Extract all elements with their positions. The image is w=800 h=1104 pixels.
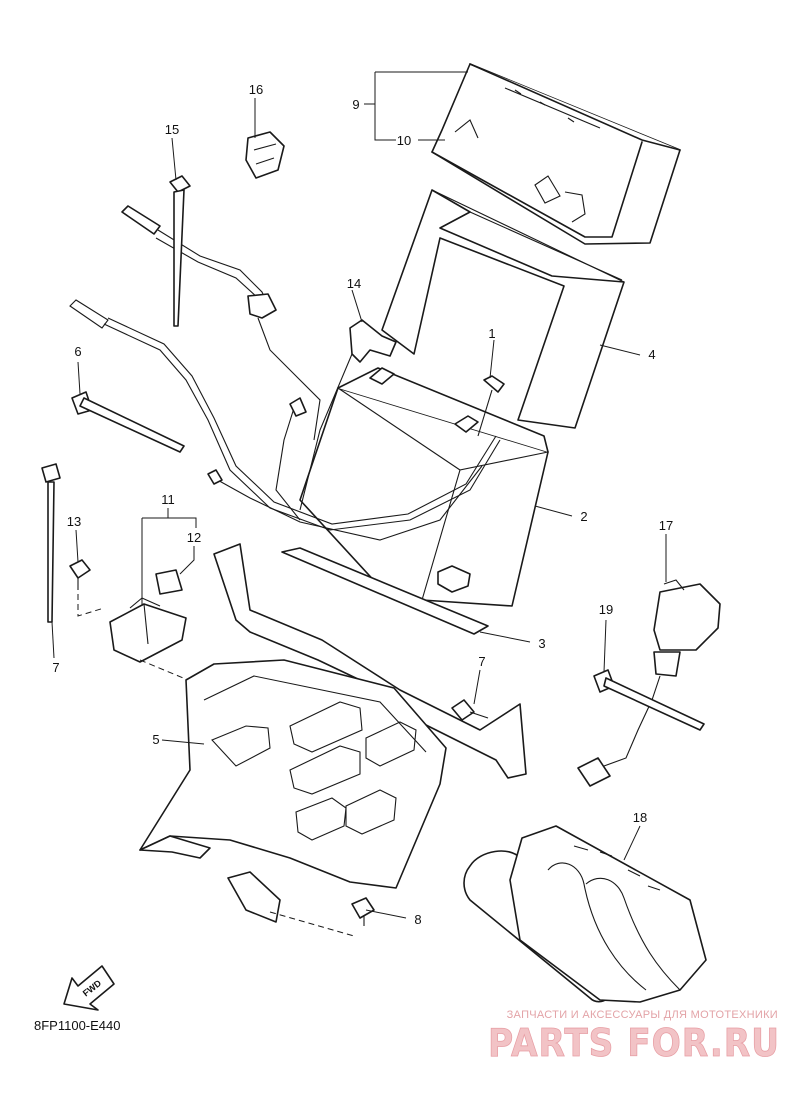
battery-cables (69, 205, 501, 541)
battery-tray (139, 543, 527, 937)
callout-17: 17 (659, 518, 673, 533)
battery-band (299, 319, 397, 511)
callout-7-right: 7 (478, 654, 485, 669)
bolt-13 (69, 559, 105, 617)
callout-5: 5 (152, 732, 159, 747)
cable-tie-19 (593, 669, 705, 731)
callout-15: 15 (165, 122, 179, 137)
leader-lines (51, 71, 667, 919)
terminal-bolt (477, 375, 505, 437)
callout-10: 10 (397, 133, 411, 148)
watermark-tagline: ЗАПЧАСТИ И АКСЕССУАРЫ ДЛЯ МОТОТЕХНИКИ (507, 1009, 778, 1021)
callout-19: 19 (599, 602, 613, 617)
callout-13: 13 (67, 514, 81, 529)
relay-11 (109, 597, 189, 681)
battery-box (381, 189, 625, 429)
cable-tie-15 (169, 175, 191, 327)
callout-2: 2 (580, 509, 587, 524)
callout-9: 9 (352, 97, 359, 112)
callout-11: 11 (161, 492, 175, 507)
callout-4: 4 (648, 347, 655, 362)
fwd-arrow-icon: FWD (63, 965, 115, 1011)
dc-socket-17 (577, 579, 721, 787)
clip-16 (245, 131, 285, 179)
fuse-12 (155, 569, 183, 595)
callout-18: 18 (633, 810, 647, 825)
callout-labels: 1 2 3 4 5 6 7 7 8 9 10 11 12 13 14 15 16… (52, 82, 673, 927)
callout-8: 8 (414, 912, 421, 927)
watermark-brand: PARTS FOR.RU (488, 1021, 780, 1065)
callout-7-left: 7 (52, 660, 59, 675)
drawing-code: 8FP1100-E440 (34, 1018, 121, 1033)
callout-12: 12 (187, 530, 201, 545)
bolt-7-right (451, 699, 489, 721)
bolt-8 (351, 897, 375, 926)
watermark: ЗАПЧАСТИ И АКСЕССУАРЫ ДЛЯ МОТОТЕХНИКИ PA… (488, 1009, 780, 1065)
cable-tie-6 (71, 391, 185, 453)
battery-cover (431, 63, 681, 245)
protective-sleeve-18 (463, 825, 707, 1003)
callout-6: 6 (74, 344, 81, 359)
cable-tie-7-left (41, 463, 61, 623)
callout-3: 3 (538, 636, 545, 651)
battery-pad (281, 547, 489, 635)
callout-14: 14 (347, 276, 361, 291)
callout-1: 1 (488, 326, 495, 341)
callout-16: 16 (249, 82, 263, 97)
